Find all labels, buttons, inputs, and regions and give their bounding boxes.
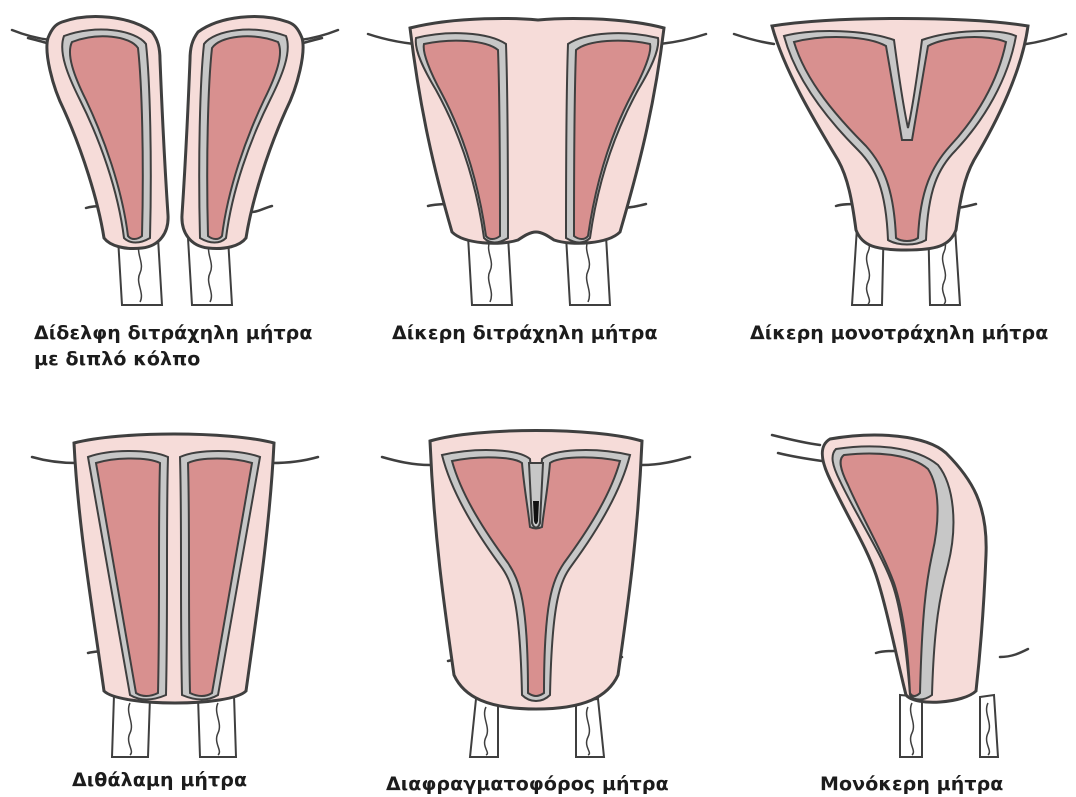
panel-septate-partial: Διαφραγματοφόρος μήτρα [358,405,716,796]
uterus-septate-complete-icon [0,405,358,745]
caption-bicornuate-bicollis: Δίκερη διτράχηλη μήτρα [392,320,658,346]
caption-unicornuate: Μονόκερη μήτρα [820,771,1003,797]
panel-septate-complete: Διθάλαμη μήτρα [0,405,358,796]
panel-didelphys: Δίδελφη διτράχηλη μήτρα με διπλό κόλπο [0,0,358,400]
panel-unicornuate: Μονόκερη μήτρα [716,405,1076,796]
caption-line: Μονόκερη μήτρα [820,771,1003,797]
uterus-bicornuate-bicollis-icon [358,0,716,330]
caption-septate-partial: Διαφραγματοφόρος μήτρα [386,771,669,797]
caption-septate-complete: Διθάλαμη μήτρα [72,767,247,793]
caption-bicornuate-unicollis: Δίκερη μονοτράχηλη μήτρα [750,320,1048,346]
uterus-bicornuate-unicollis-icon [716,0,1076,330]
caption-line: Δίκερη διτράχηλη μήτρα [392,320,658,346]
caption-line: Δίκερη μονοτράχηλη μήτρα [750,320,1048,346]
uterus-didelphys-icon [0,0,358,330]
caption-line: Διαφραγματοφόρος μήτρα [386,771,669,797]
uterus-septate-partial-icon [358,405,716,745]
uterus-unicornuate-icon [716,405,1076,745]
caption-line: με διπλό κόλπο [34,346,313,372]
panel-bicornuate-unicollis: Δίκερη μονοτράχηλη μήτρα [716,0,1076,400]
panel-bicornuate-bicollis: Δίκερη διτράχηλη μήτρα [358,0,716,400]
caption-line: Δίδελφη διτράχηλη μήτρα [34,320,313,346]
caption-line: Διθάλαμη μήτρα [72,767,247,793]
caption-didelphys: Δίδελφη διτράχηλη μήτρα με διπλό κόλπο [34,320,313,372]
